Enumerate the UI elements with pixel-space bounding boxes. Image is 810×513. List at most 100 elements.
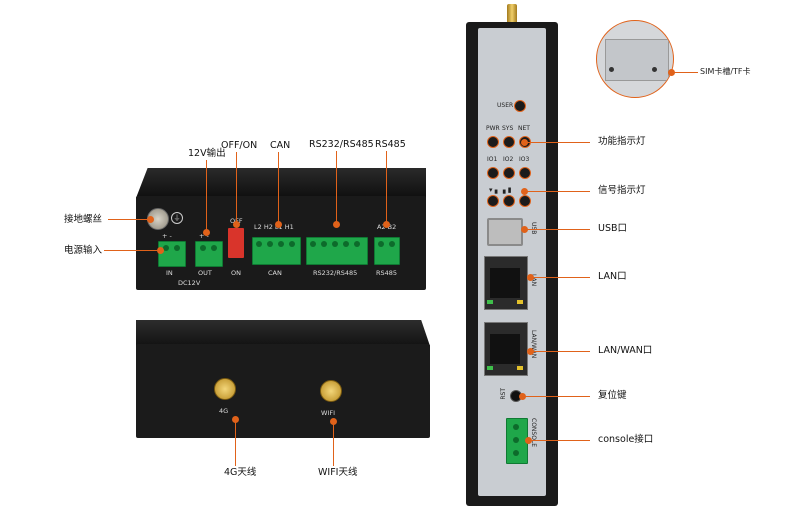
top-antenna <box>507 4 517 26</box>
label-power-input: 电源输入 <box>64 245 103 256</box>
in-plus-minus: + - <box>162 232 172 240</box>
line-usb <box>524 229 590 230</box>
label-usb-port: USB口 <box>598 223 628 234</box>
label-wifi-antenna: WIFI天线 <box>318 467 358 478</box>
sys-led <box>503 136 515 148</box>
pwr-label: PWR <box>486 125 500 132</box>
lan-wan-led-green <box>487 366 493 370</box>
rs232-rs485-silk-label: RS232/RS485 <box>313 269 358 277</box>
line-console <box>528 440 590 441</box>
pin-lan-wan <box>527 348 534 355</box>
line-function-leds <box>524 142 590 143</box>
label-signal-leds: 信号指示灯 <box>598 185 646 196</box>
4g-silk-label: 4G <box>219 407 229 415</box>
io3-led <box>519 167 531 179</box>
label-off-on: OFF/ON <box>221 140 258 151</box>
signal-led-1 <box>487 195 499 207</box>
io3-label: IO3 <box>519 156 530 163</box>
label-reset-button: 复位键 <box>598 390 627 401</box>
io1-led <box>487 167 499 179</box>
label-rs232-rs485: RS232/RS485 <box>309 139 374 150</box>
usb-port[interactable] <box>487 218 523 246</box>
wifi-silk-label: WIFI <box>321 409 335 417</box>
dip-switch[interactable] <box>228 228 244 258</box>
sma-wifi-connector[interactable] <box>320 380 342 402</box>
out-plus-minus: + - <box>199 232 209 240</box>
pin-can <box>275 221 282 228</box>
pin-ground <box>147 216 154 223</box>
label-12v-output: 12V输出 <box>188 148 226 159</box>
sim-tf-zoom-circle <box>596 20 674 98</box>
rs485-terminal[interactable] <box>374 237 400 265</box>
pin-usb <box>521 226 528 233</box>
pin-rs232 <box>333 221 340 228</box>
lan-led-green <box>487 300 493 304</box>
rs232-rs485-terminal[interactable] <box>306 237 368 265</box>
power-in-terminal[interactable] <box>158 241 186 267</box>
line-reset <box>522 396 590 397</box>
line-signal-leds <box>524 191 590 192</box>
lan-led-yellow <box>517 300 523 304</box>
sim-screw-left <box>609 67 614 72</box>
line-sim <box>672 72 698 73</box>
can-silk-label: CAN <box>268 269 282 277</box>
line-wifi <box>333 420 334 466</box>
dip-on-label: ON <box>231 269 241 277</box>
signal-led-3 <box>519 195 531 207</box>
back-device-top <box>136 320 430 346</box>
pin-sim <box>668 69 675 76</box>
io2-label: IO2 <box>503 156 514 163</box>
label-ground-screw: 接地螺丝 <box>64 214 103 225</box>
pin-power <box>157 247 164 254</box>
line-ground <box>108 219 150 220</box>
can-terminal[interactable] <box>252 237 301 265</box>
label-function-leds: 功能指示灯 <box>598 136 646 147</box>
lan-wan-port-inner <box>490 334 520 364</box>
lan-port-inner <box>490 268 520 298</box>
pin-wifi <box>330 418 337 425</box>
user-led <box>514 100 526 112</box>
lan-silk-label: LAN <box>530 274 537 287</box>
line-offon <box>236 152 237 224</box>
in-label: IN <box>166 269 173 277</box>
pwr-led <box>487 136 499 148</box>
can-pin-labels: L2 H2 L1 H1 <box>254 223 294 231</box>
pin-offon <box>233 221 240 228</box>
user-led-label: USER <box>497 102 514 109</box>
sys-label: SYS <box>502 125 514 132</box>
rst-silk-label: RST <box>500 388 507 400</box>
line-4g <box>235 418 236 466</box>
label-rs485: RS485 <box>375 139 406 150</box>
console-silk-label: CONSOLE <box>530 418 537 448</box>
line-rs485 <box>386 151 387 224</box>
line-can <box>278 152 279 224</box>
signal-antenna-icon: ▾ ▖▗ ▮ <box>489 186 512 194</box>
sim-slot-detail <box>605 39 669 81</box>
line-rs232 <box>336 151 337 224</box>
pin-console <box>525 437 532 444</box>
power-out-terminal[interactable] <box>195 241 223 267</box>
usb-silk-label: USB <box>530 222 537 234</box>
net-label: NET <box>518 125 530 132</box>
pin-4g <box>232 416 239 423</box>
lan-wan-led-yellow <box>517 366 523 370</box>
pin-signal-leds <box>521 188 528 195</box>
signal-led-2 <box>503 195 515 207</box>
pin-function-leds <box>521 139 528 146</box>
line-lan-wan <box>530 351 590 352</box>
label-can: CAN <box>270 140 291 151</box>
sma-4g-connector[interactable] <box>214 378 236 400</box>
io1-label: IO1 <box>487 156 498 163</box>
out-label: OUT <box>198 269 212 277</box>
label-4g-antenna: 4G天线 <box>224 467 257 478</box>
dc12v-label: DC12V <box>178 279 201 287</box>
line-12v <box>206 160 207 232</box>
label-lan-port: LAN口 <box>598 271 627 282</box>
back-device-face <box>136 344 430 438</box>
label-sim-tf: SIM卡槽/TF卡 <box>700 67 751 76</box>
label-lan-wan-port: LAN/WAN口 <box>598 345 653 356</box>
pin-rs485 <box>383 221 390 228</box>
line-power <box>104 250 160 251</box>
pin-reset <box>519 393 526 400</box>
line-lan <box>530 277 590 278</box>
